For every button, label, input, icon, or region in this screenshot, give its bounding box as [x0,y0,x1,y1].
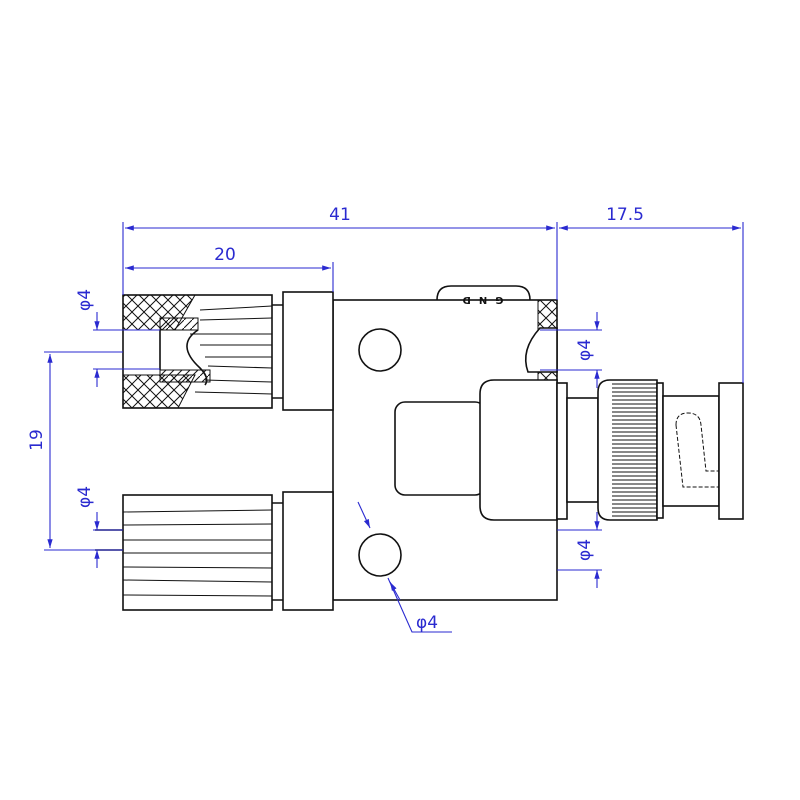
dim-dia-top-left: φ4 [75,289,95,311]
dim-dia-hole: φ4 [416,613,438,633]
dim-overall-length: 41 [329,205,351,225]
dim-dia-right-top: φ4 [575,339,595,361]
dim-terminal-spacing: 19 [27,429,47,451]
dim-bnc-length: 17.5 [606,205,644,225]
dim-dia-right-bottom: φ4 [575,539,595,561]
gnd-label: GND [455,294,504,305]
dim-terminal-length: 20 [214,245,236,265]
dimensions: 41 17.5 20 19 φ4 φ4 φ4 φ4 φ4 [27,205,744,633]
gnd-tab [436,285,531,301]
bottom-terminal [95,491,334,611]
mounting-hole-bottom [358,533,402,577]
mounting-hole-top [358,328,402,372]
top-terminal [122,291,334,411]
bnc-connector [479,379,744,521]
dim-dia-bottom-left: φ4 [75,486,95,508]
